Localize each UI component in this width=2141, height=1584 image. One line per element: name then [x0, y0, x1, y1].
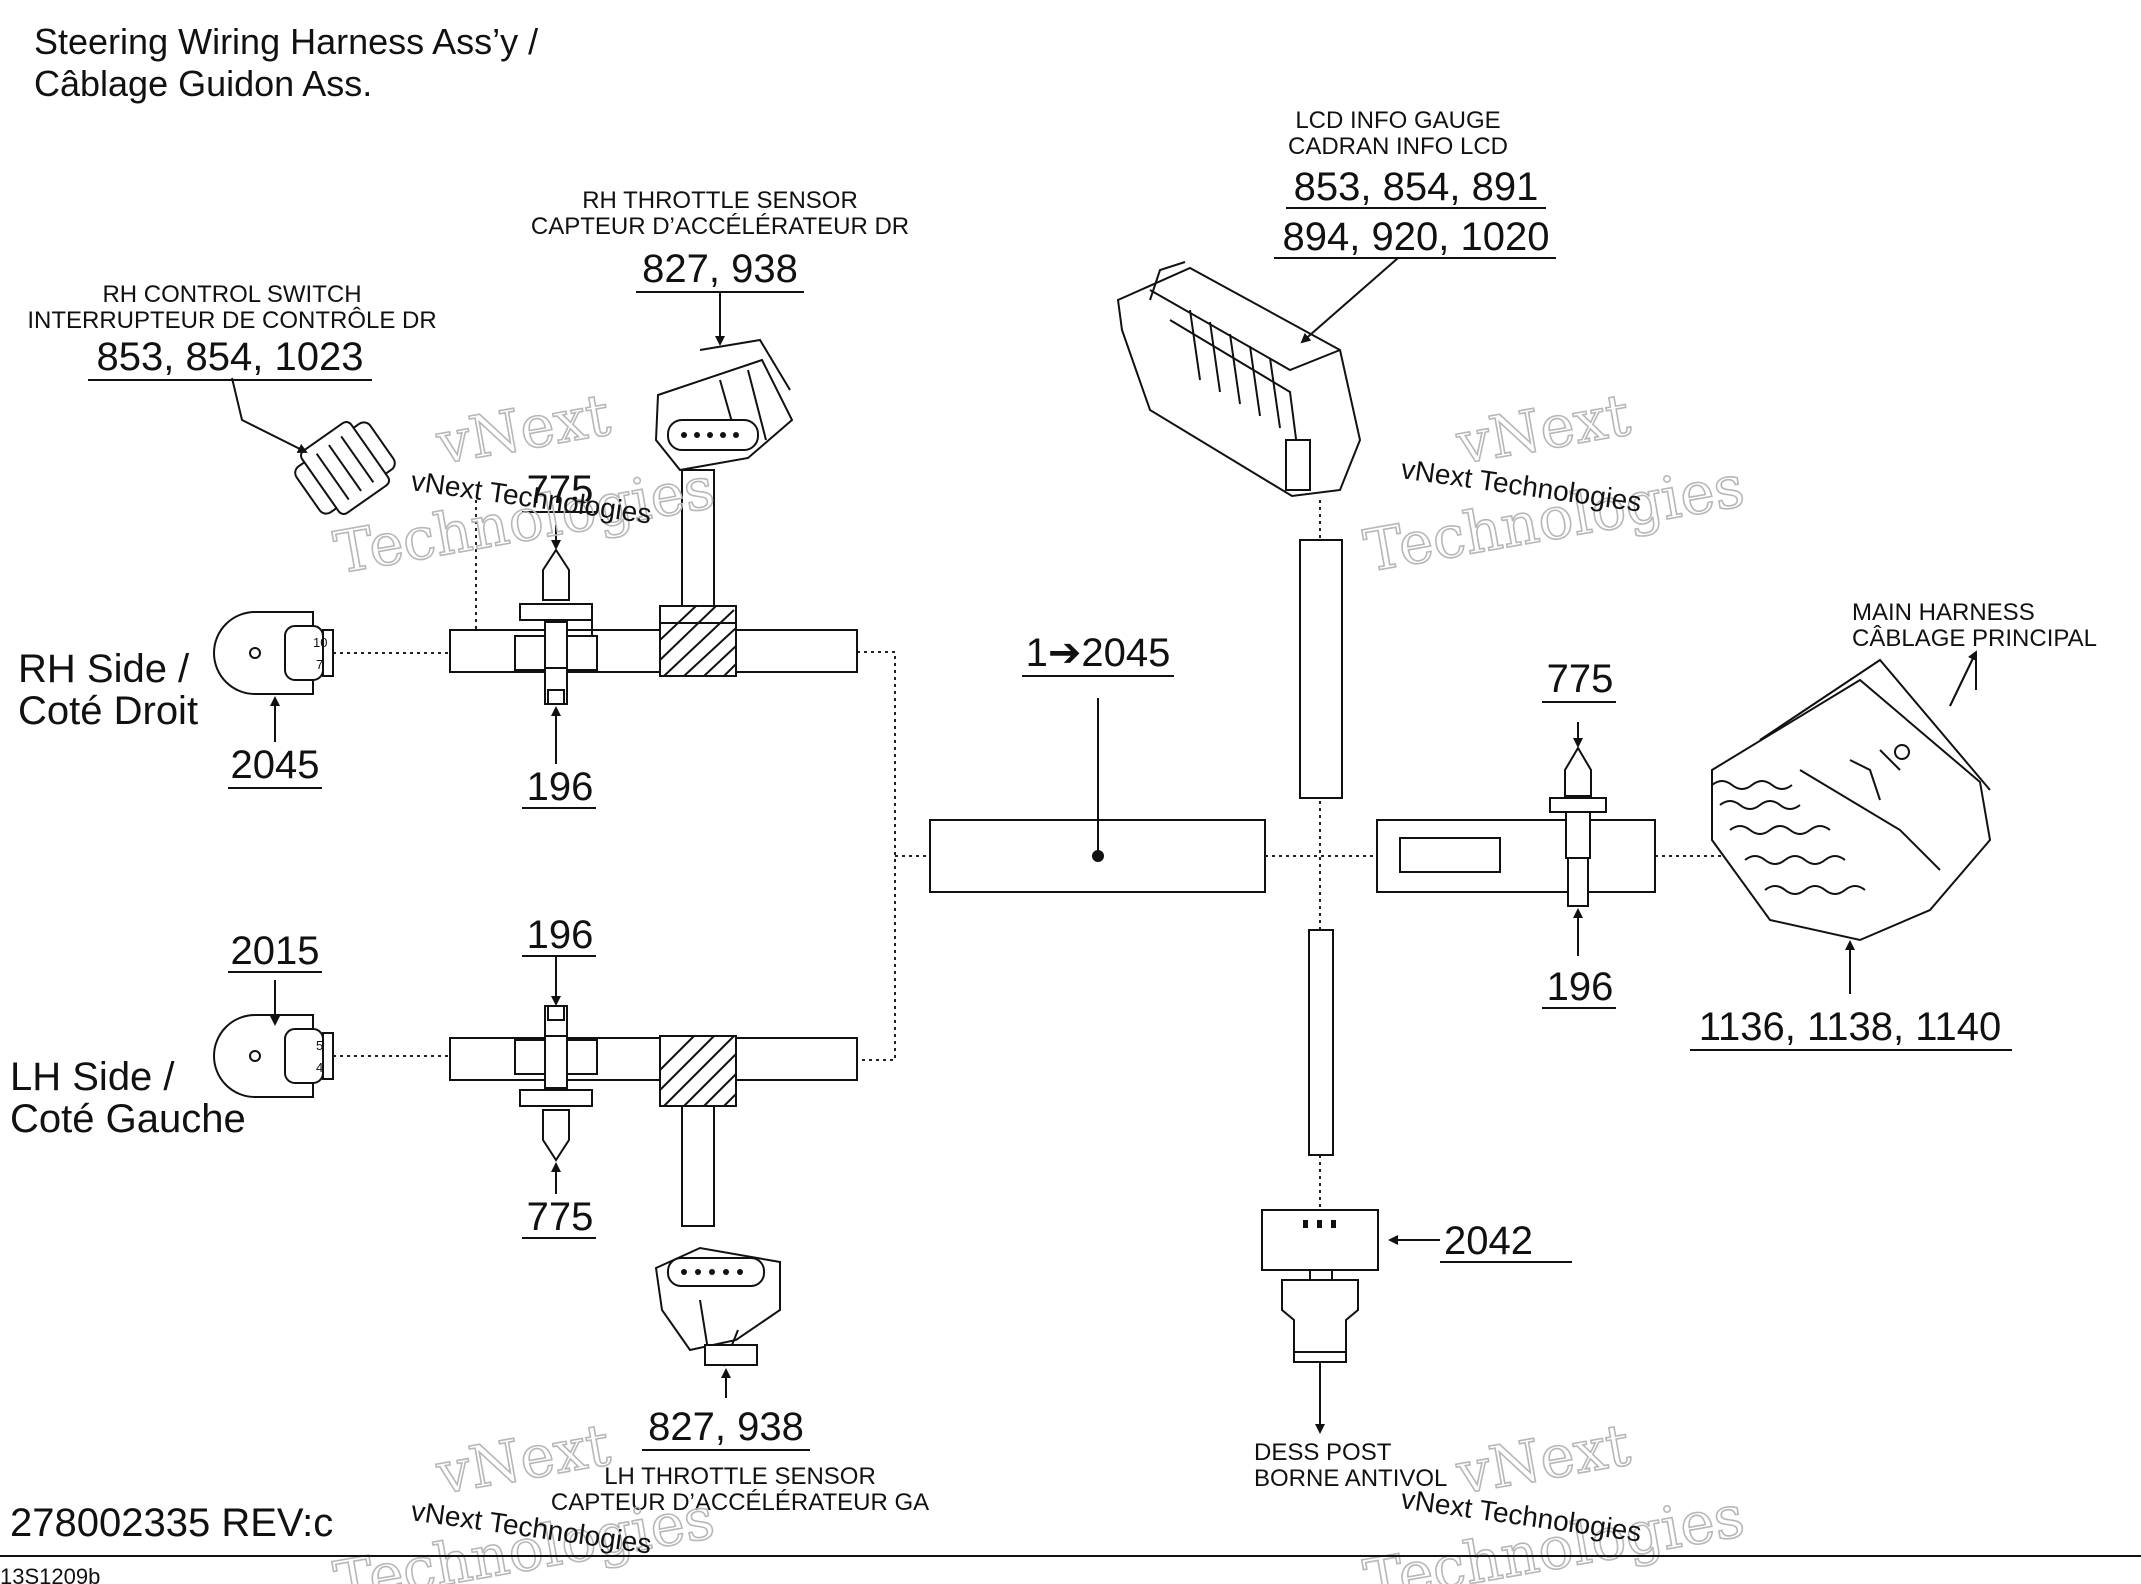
lcd-info-gauge-parts-2: 894, 920, 1020 [1283, 215, 1550, 259]
lh-tie-top-callout: 196 [527, 913, 594, 957]
lh-side-label-line2: Coté Gauche [10, 1097, 246, 1141]
rh-tie-top-callout: 775 [527, 468, 594, 512]
main-harness-label-fr: CÂBLAGE PRINCIPAL [1852, 625, 2097, 652]
dess-post-connector [1261, 1209, 1379, 1363]
rh-throttle-sensor-parts: 827, 938 [642, 247, 798, 291]
rh-cap-callout: 2045 [231, 743, 320, 787]
rh-end-cap: 10 7 [213, 611, 334, 695]
rh-control-switch-label-en: RH CONTROL SWITCH [102, 281, 361, 308]
rh-throttle-sensor-label-en: RH THROTTLE SENSOR [582, 187, 858, 214]
rh-cap-pin-top: 10 [313, 635, 327, 650]
lh-throttle-sensor-label-en: LH THROTTLE SENSOR [604, 1463, 876, 1490]
main-harness-parts: 1136, 1138, 1140 [1699, 1005, 2002, 1049]
lh-branch-junction [659, 1035, 737, 1107]
rh-control-switch-label-fr: INTERRUPTEUR DE CONTRÔLE DR [27, 306, 436, 334]
lh-cap-callout: 2015 [231, 929, 320, 973]
main-harness-label-en: MAIN HARNESS [1852, 599, 2035, 626]
leader-lines [231, 257, 1978, 1434]
watermark-brand-sub: Technologies [329, 454, 719, 588]
lh-end-cap: 5 4 [213, 1014, 334, 1098]
main-tie-wrap [1549, 746, 1607, 907]
rh-throttle-sensor-label-fr: CAPTEUR D’ACCÉLÉRATEUR DR [531, 213, 909, 240]
watermark-brand: vNext [431, 381, 615, 478]
dess-post-label-fr: BORNE ANTIVOL [1254, 1465, 1447, 1492]
watermark: vNext Technologies vNext Technologies vN… [328, 380, 1749, 1584]
lh-throttle-sensor-connector [654, 1246, 781, 1367]
harness-segments [449, 469, 1656, 1227]
rh-control-switch-parts: 853, 854, 1023 [97, 335, 364, 379]
lcd-info-gauge-label-en: LCD INFO GAUGE [1295, 107, 1500, 134]
doc-number: 278002335 REV:c [10, 1501, 333, 1545]
rh-side-label-line1: RH Side / [18, 647, 190, 691]
main-tie-bottom-callout: 196 [1547, 965, 1614, 1009]
diagram-title-line1: Steering Wiring Harness Ass’y / [34, 21, 538, 62]
lh-side-label-line1: LH Side / [10, 1055, 175, 1099]
lh-throttle-sensor-label-fr: CAPTEUR D’ACCÉLÉRATEUR GA [551, 1489, 929, 1516]
dess-post-part: 2042 [1444, 1219, 1533, 1263]
lh-tie-wrap [514, 1005, 598, 1162]
rh-branch-junction [659, 605, 737, 677]
lh-cap-pin-top: 5 [316, 1038, 323, 1053]
rh-control-switch-connector [294, 421, 396, 515]
main-harness-connector [1711, 658, 1992, 942]
rh-tie-wrap [514, 548, 598, 705]
rh-tie-bottom-callout: 196 [527, 765, 594, 809]
image-code: 13S1209b [0, 1564, 100, 1584]
lcd-info-gauge-parts-1: 853, 854, 891 [1294, 165, 1539, 209]
dess-post-label-en: DESS POST [1254, 1439, 1392, 1466]
rh-throttle-sensor-connector [654, 338, 794, 472]
lh-tie-bottom-callout: 775 [527, 1195, 594, 1239]
rh-side-label-line2: Coté Droit [18, 689, 198, 733]
diagram-title-line2: Câblage Guidon Ass. [34, 63, 372, 104]
lh-cap-pin-bottom: 4 [316, 1060, 323, 1075]
lcd-info-gauge-label-fr: CADRAN INFO LCD [1288, 133, 1508, 160]
rh-cap-pin-bottom: 7 [316, 657, 323, 672]
main-tie-top-callout: 775 [1547, 657, 1614, 701]
lcd-info-gauge-connector [1116, 261, 1362, 498]
harness-callout: 1➔2045 [1026, 631, 1171, 675]
lh-throttle-sensor-parts: 827, 938 [648, 1405, 804, 1449]
